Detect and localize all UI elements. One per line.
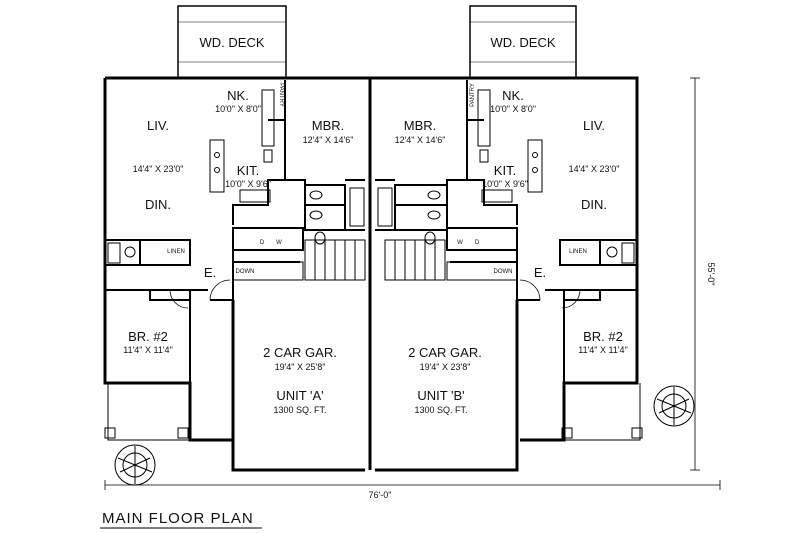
exterior-walls	[103, 76, 639, 472]
unit-name: UNIT 'B'	[417, 388, 464, 403]
unit-name: UNIT 'A'	[276, 388, 323, 403]
dining-label: DIN.	[145, 197, 171, 212]
kitchen-label: KIT.	[494, 163, 516, 178]
washer-label: W	[276, 240, 282, 246]
master-bedroom-dimensions: 12'4" X 14'6"	[395, 135, 446, 145]
bedroom-2-label: BR. #2	[128, 329, 168, 344]
kitchen-fixtures-b	[477, 89, 543, 203]
stairs-b	[384, 239, 518, 281]
unit-a-labels: NK. 10'0" X 8'0" PANTRY LIV. 14'4" X 23'…	[123, 83, 353, 415]
living-dimensions: 14'4" X 23'0"	[133, 164, 184, 174]
bath-fixtures	[107, 187, 635, 264]
living-label: LIV.	[583, 118, 605, 133]
pantry-label: PANTRY	[470, 83, 476, 107]
tree-right	[653, 385, 695, 427]
dimension-lines	[104, 77, 721, 490]
deck-labels: WD. DECK WD. DECK	[200, 35, 556, 50]
bedroom-2-dimensions: 11'4" X 11'4"	[123, 345, 173, 355]
porches	[104, 383, 643, 441]
deck-a-label: WD. DECK	[200, 35, 265, 50]
garage-dimensions: 19'4" X 25'8"	[275, 362, 326, 372]
kitchen-label: KIT.	[237, 163, 259, 178]
nook-label: NK.	[502, 88, 524, 103]
garage-dimensions: 19'4" X 23'8"	[420, 362, 471, 372]
entry-label: E.	[204, 265, 216, 280]
kitchen-dimensions: 10'0" X 9'6"	[482, 179, 528, 189]
nook-dimensions: 10'0" X 8'0"	[490, 104, 536, 114]
linen-label: LINEN	[569, 249, 587, 255]
plan-title: MAIN FLOOR PLAN	[102, 510, 254, 527]
master-bedroom-label: MBR.	[312, 118, 345, 133]
linen-label: LINEN	[167, 249, 185, 255]
tree-left	[114, 444, 156, 486]
dining-label: DIN.	[581, 197, 607, 212]
living-dimensions: 14'4" X 23'0"	[569, 164, 620, 174]
washer-label: W	[457, 240, 463, 246]
deck-a	[177, 5, 287, 79]
stair-down-label: DOWN	[494, 269, 513, 275]
garage-label: 2 CAR GAR.	[408, 345, 482, 360]
nook-label: NK.	[227, 88, 249, 103]
overall-depth-label: 55'-0"	[706, 263, 716, 286]
door-swings	[169, 279, 581, 309]
dryer-label: D	[260, 240, 265, 246]
overall-width-label: 76'-0"	[369, 490, 392, 500]
nook-dimensions: 10'0" X 8'0"	[215, 104, 261, 114]
garage-label: 2 CAR GAR.	[263, 345, 337, 360]
stairs-a	[232, 239, 366, 281]
bedroom-2-dimensions: 11'4" X 11'4"	[578, 345, 628, 355]
kitchen-fixtures-a	[209, 89, 275, 203]
interior-walls-b	[375, 80, 637, 383]
bedroom-2-label: BR. #2	[583, 329, 623, 344]
deck-b	[469, 5, 577, 79]
deck-b-label: WD. DECK	[491, 35, 556, 50]
kitchen-dimensions: 10'0" X 9'6"	[225, 179, 271, 189]
stair-down-label: DOWN	[236, 269, 255, 275]
pantry-label: PANTRY	[278, 83, 284, 107]
master-bedroom-label: MBR.	[404, 118, 437, 133]
entry-label: E.	[534, 265, 546, 280]
unit-area: 1300 SQ. FT.	[273, 405, 326, 415]
dryer-label: D	[475, 240, 480, 246]
unit-b-labels: NK. 10'0" X 8'0" PANTRY LIV. 14'4" X 23'…	[395, 83, 628, 415]
living-label: LIV.	[147, 118, 169, 133]
master-bedroom-dimensions: 12'4" X 14'6"	[303, 135, 354, 145]
unit-area: 1300 SQ. FT.	[414, 405, 467, 415]
